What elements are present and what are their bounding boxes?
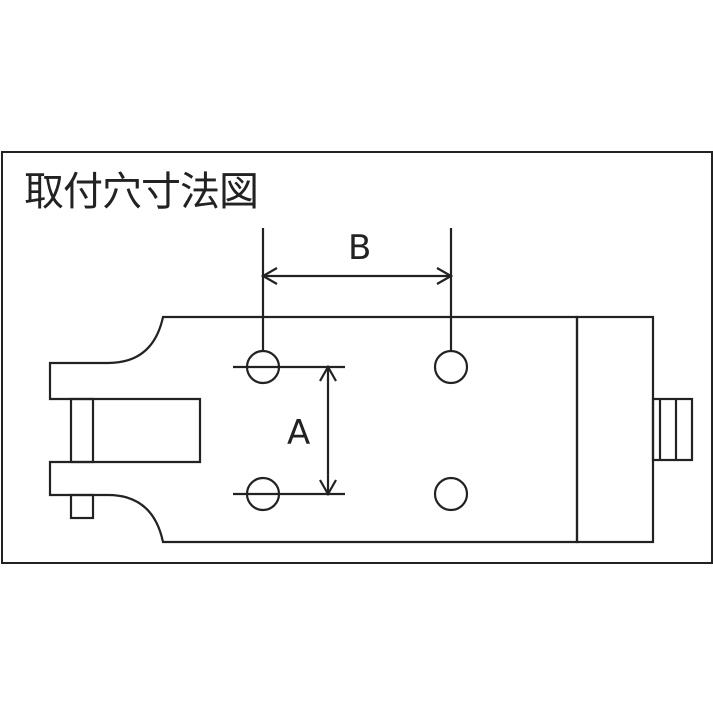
end-nub: [651, 397, 694, 462]
pin-stub: [69, 493, 95, 520]
body-outline: [48, 315, 579, 544]
mounting-hole-top-right: [433, 349, 469, 385]
drawing-frame: [1, 151, 713, 564]
dimension-b-label: B: [348, 228, 372, 268]
end-block: [575, 315, 655, 544]
dimension-a-label: A: [287, 413, 311, 453]
drawing-title: 取付穴寸法図: [24, 169, 259, 215]
mounting-hole-bottom-right: [433, 476, 469, 512]
fork-pin: [69, 397, 95, 464]
